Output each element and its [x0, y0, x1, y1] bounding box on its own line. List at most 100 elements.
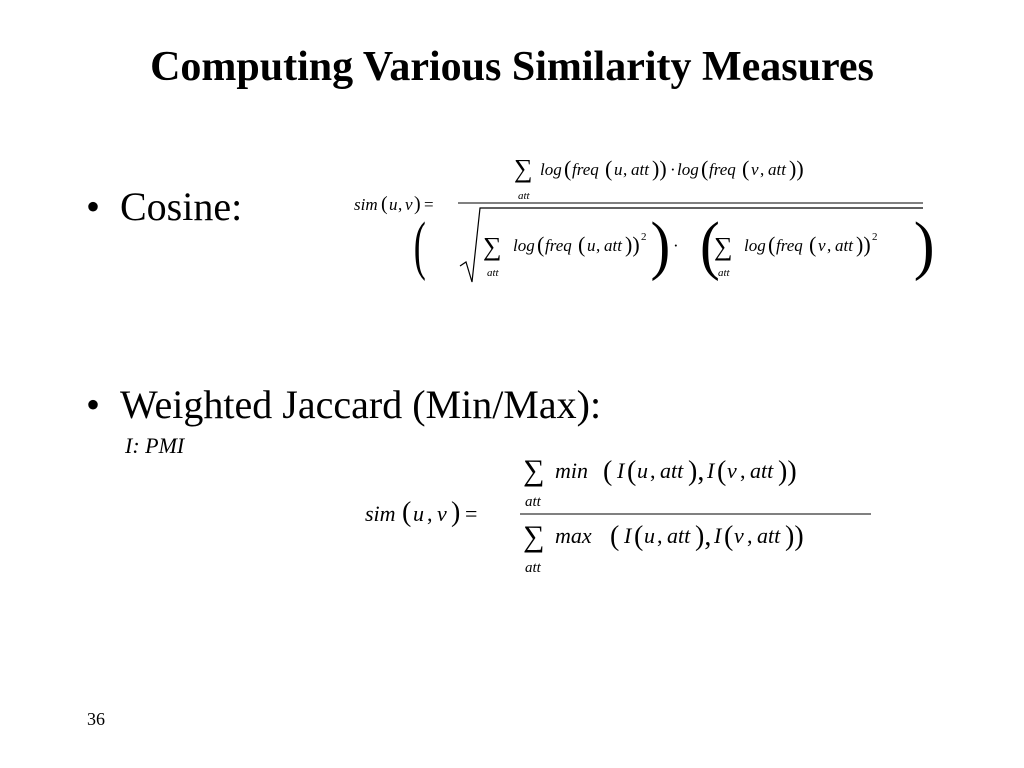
bullet-jaccard-sublabel: I: PMI: [125, 433, 185, 458]
svg-text:(: (: [742, 156, 749, 181]
svg-text:2: 2: [641, 231, 647, 243]
cosine-formula: sim ( u , v ) = ∑ att log ( freq ( u , a…: [354, 154, 935, 283]
svg-text:∑: ∑: [514, 154, 533, 183]
svg-text:(: (: [701, 156, 708, 181]
svg-text:,: ,: [657, 523, 663, 548]
svg-text:I: I: [713, 523, 723, 548]
svg-text:v: v: [405, 195, 413, 214]
svg-text:v: v: [751, 160, 759, 179]
svg-text:,: ,: [740, 458, 746, 483]
bullet-jaccard-label: Weighted Jaccard (Min/Max):: [120, 382, 602, 427]
svg-text:,: ,: [650, 458, 656, 483]
svg-text:,: ,: [427, 501, 433, 526]
svg-text:min: min: [555, 458, 588, 483]
cosine-lhs: sim ( u , v ) =: [354, 193, 434, 215]
jaccard-numerator: ∑ att min ( I ( u , att ), I ( v , att )…: [523, 454, 797, 510]
svg-text:(: (: [700, 208, 720, 282]
svg-text:att: att: [525, 560, 542, 576]
svg-text:att: att: [525, 494, 542, 510]
svg-text:u: u: [413, 501, 424, 526]
svg-text:att: att: [631, 160, 650, 179]
bullet-dot: •: [86, 382, 101, 427]
svg-text:att: att: [604, 236, 623, 255]
svg-text:)): )): [789, 156, 804, 181]
svg-text:freq: freq: [709, 160, 736, 179]
svg-text:(: (: [414, 209, 426, 282]
svg-text:att: att: [660, 458, 684, 483]
svg-text:(: (: [717, 456, 726, 487]
svg-text:=: =: [465, 501, 477, 526]
svg-text:·: ·: [670, 160, 676, 179]
jaccard-denominator: ∑ att max ( I ( u , att ), I ( v , att )…: [523, 520, 804, 576]
svg-text:u: u: [637, 458, 648, 483]
svg-text:I: I: [706, 458, 716, 483]
page-number: 36: [87, 709, 105, 729]
svg-text:∑: ∑: [483, 232, 502, 261]
svg-text:∑: ∑: [523, 454, 544, 487]
svg-text:u: u: [644, 523, 655, 548]
svg-text:freq: freq: [776, 236, 803, 255]
svg-text:att: att: [667, 523, 691, 548]
svg-text:,: ,: [623, 160, 627, 179]
svg-text:(: (: [605, 156, 612, 181]
svg-text:(: (: [402, 497, 411, 528]
svg-text:),: ),: [695, 521, 711, 552]
svg-text:(: (: [724, 521, 733, 552]
svg-text:log: log: [677, 160, 699, 179]
bullet-dot: •: [86, 184, 101, 229]
bullet-cosine: • Cosine:: [86, 184, 242, 230]
svg-text:(: (: [603, 456, 612, 487]
svg-text:): ): [414, 193, 421, 215]
svg-text:,: ,: [398, 195, 402, 214]
svg-text:att: att: [487, 267, 500, 279]
svg-text:)): )): [778, 456, 797, 487]
svg-text:(: (: [381, 193, 388, 215]
svg-text:att: att: [768, 160, 787, 179]
slide-title: Computing Various Similarity Measures: [150, 44, 874, 90]
weighted-jaccard-formula: sim ( u , v ) = ∑ att min ( I ( u , att …: [365, 454, 871, 576]
svg-text:): ): [651, 208, 671, 282]
svg-text:att: att: [757, 523, 781, 548]
svg-text:)): )): [625, 232, 640, 257]
svg-text:)): )): [856, 232, 871, 257]
svg-text:freq: freq: [572, 160, 599, 179]
svg-text:): ): [451, 497, 460, 528]
svg-text:2: 2: [872, 231, 878, 243]
svg-text:): ): [914, 209, 935, 282]
svg-text:att: att: [518, 190, 531, 202]
svg-text:att: att: [835, 236, 854, 255]
cosine-numerator: ∑ att log ( freq ( u , att )) · log ( fr…: [514, 154, 804, 202]
svg-text:u: u: [389, 195, 398, 214]
svg-text:log: log: [540, 160, 562, 179]
svg-text:,: ,: [747, 523, 753, 548]
svg-text:sim: sim: [365, 501, 396, 526]
cosine-denominator: ( ∑ att log ( freq ( u , att )) 2 ) · ( …: [414, 207, 935, 283]
svg-text:),: ),: [688, 456, 704, 487]
svg-text:,: ,: [760, 160, 764, 179]
svg-text:(: (: [537, 232, 544, 257]
svg-text:(: (: [610, 521, 619, 552]
svg-text:I: I: [623, 523, 633, 548]
svg-text:(: (: [627, 456, 636, 487]
svg-text:v: v: [727, 458, 737, 483]
svg-text:∑: ∑: [714, 232, 733, 261]
svg-text:∑: ∑: [523, 520, 544, 553]
svg-text:)): )): [652, 156, 667, 181]
svg-text:I: I: [616, 458, 626, 483]
square-root-sign: [459, 207, 923, 283]
svg-text:)): )): [785, 521, 804, 552]
svg-text:log: log: [744, 236, 766, 255]
svg-text:att: att: [718, 267, 731, 279]
svg-text:(: (: [809, 232, 816, 257]
svg-text:freq: freq: [545, 236, 572, 255]
svg-text:=: =: [424, 195, 434, 214]
svg-text:,: ,: [596, 236, 600, 255]
svg-text:v: v: [437, 501, 447, 526]
svg-text:u: u: [614, 160, 623, 179]
svg-text:u: u: [587, 236, 596, 255]
svg-text:(: (: [768, 232, 775, 257]
svg-text:sim: sim: [354, 195, 378, 214]
svg-text:(: (: [564, 156, 571, 181]
svg-text:max: max: [555, 523, 592, 548]
bullet-cosine-label: Cosine:: [120, 184, 243, 229]
